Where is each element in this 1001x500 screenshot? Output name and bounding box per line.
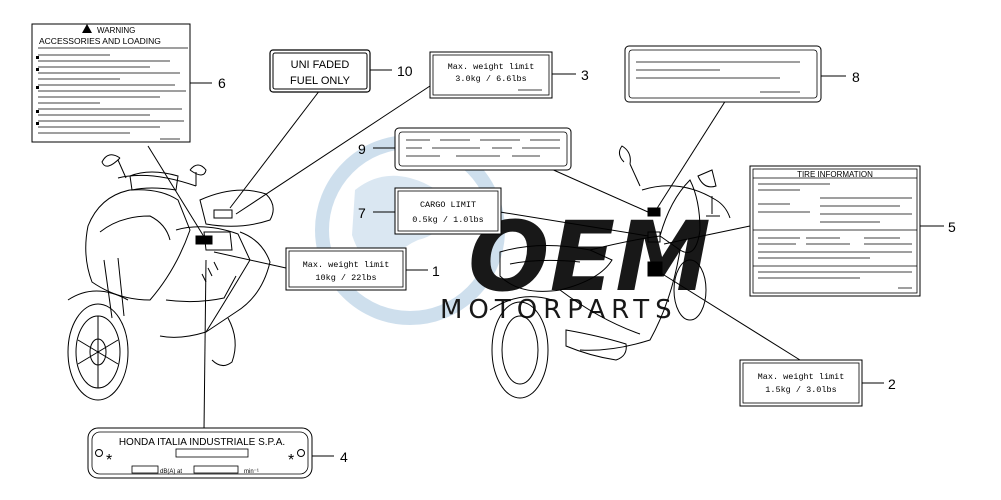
front-wheel [67, 303, 129, 401]
weight-label-2: Max. weight limit 1.5kg / 3.0lbs 2 [739, 359, 896, 407]
warning-subtitle: ACCESSORIES AND LOADING [39, 36, 161, 46]
callout-7: 7 [358, 205, 366, 221]
weight-2-line1: Max. weight limit [758, 372, 845, 382]
tire-text-lines [753, 183, 917, 289]
weight-1-line1: Max. weight limit [303, 260, 390, 270]
warning-text-lines [38, 47, 188, 140]
cargo-line2: 0.5kg / 1.0lbs [412, 215, 483, 225]
rear-wheel [491, 301, 549, 399]
callout-1: 1 [432, 263, 440, 279]
cargo-label: CARGO LIMIT 0.5kg / 1.0lbs 7 [358, 187, 502, 235]
plate-db: dB(A) at [160, 469, 182, 475]
callout-5: 5 [948, 219, 956, 235]
callout-6: 6 [218, 75, 226, 91]
weight-label-3: Max. weight limit 3.0kg / 6.6lbs 3 [429, 51, 589, 99]
scooter-front-view [67, 154, 274, 401]
id-plate: HONDA ITALIA INDUSTRIALE S.P.A. * * dB(A… [87, 427, 348, 479]
callout-8: 8 [852, 69, 860, 85]
warning-triangle-icon [82, 24, 92, 33]
tire-label: TIRE INFORMATION 5 [749, 165, 956, 297]
warning-label: WARNING ACCESSORIES AND LOADING 6 [31, 23, 226, 143]
blank-label-8: 8 [624, 45, 860, 103]
leader-lines [147, 85, 801, 431]
weight-2-line2: 1.5kg / 3.0lbs [765, 385, 836, 395]
fuel-line1: UNI FADED [291, 59, 350, 71]
scooter-rear-view [489, 145, 731, 399]
weight-3-line2: 3.0kg / 6.6lbs [455, 74, 526, 84]
weight-label-1: Max. weight limit 10kg / 22lbs 1 [285, 247, 440, 291]
watermark-subtitle: MOTORPARTS [440, 295, 678, 325]
callout-9: 9 [358, 141, 366, 157]
weight-3-line1: Max. weight limit [448, 62, 535, 72]
warning-title: WARNING [97, 26, 135, 35]
cargo-line1: CARGO LIMIT [420, 200, 476, 210]
fuel-line2: FUEL ONLY [290, 75, 351, 87]
weight-1-line2: 10kg / 22lbs [315, 273, 376, 283]
callout-10: 10 [397, 63, 413, 79]
watermark-brand: OEM [468, 201, 711, 313]
plate-star-left: * [106, 452, 112, 469]
plate-title: HONDA ITALIA INDUSTRIALE S.P.A. [119, 437, 285, 448]
callout-4: 4 [340, 449, 348, 465]
plate-star-right: * [288, 452, 294, 469]
plate-rpm: min⁻¹ [244, 469, 259, 475]
callout-3: 3 [581, 67, 589, 83]
blank-label-9: 9 [358, 127, 572, 171]
fuel-label: UNI FADED FUEL ONLY 10 [269, 49, 413, 93]
callout-2: 2 [888, 376, 896, 392]
tire-title: TIRE INFORMATION [797, 170, 873, 179]
